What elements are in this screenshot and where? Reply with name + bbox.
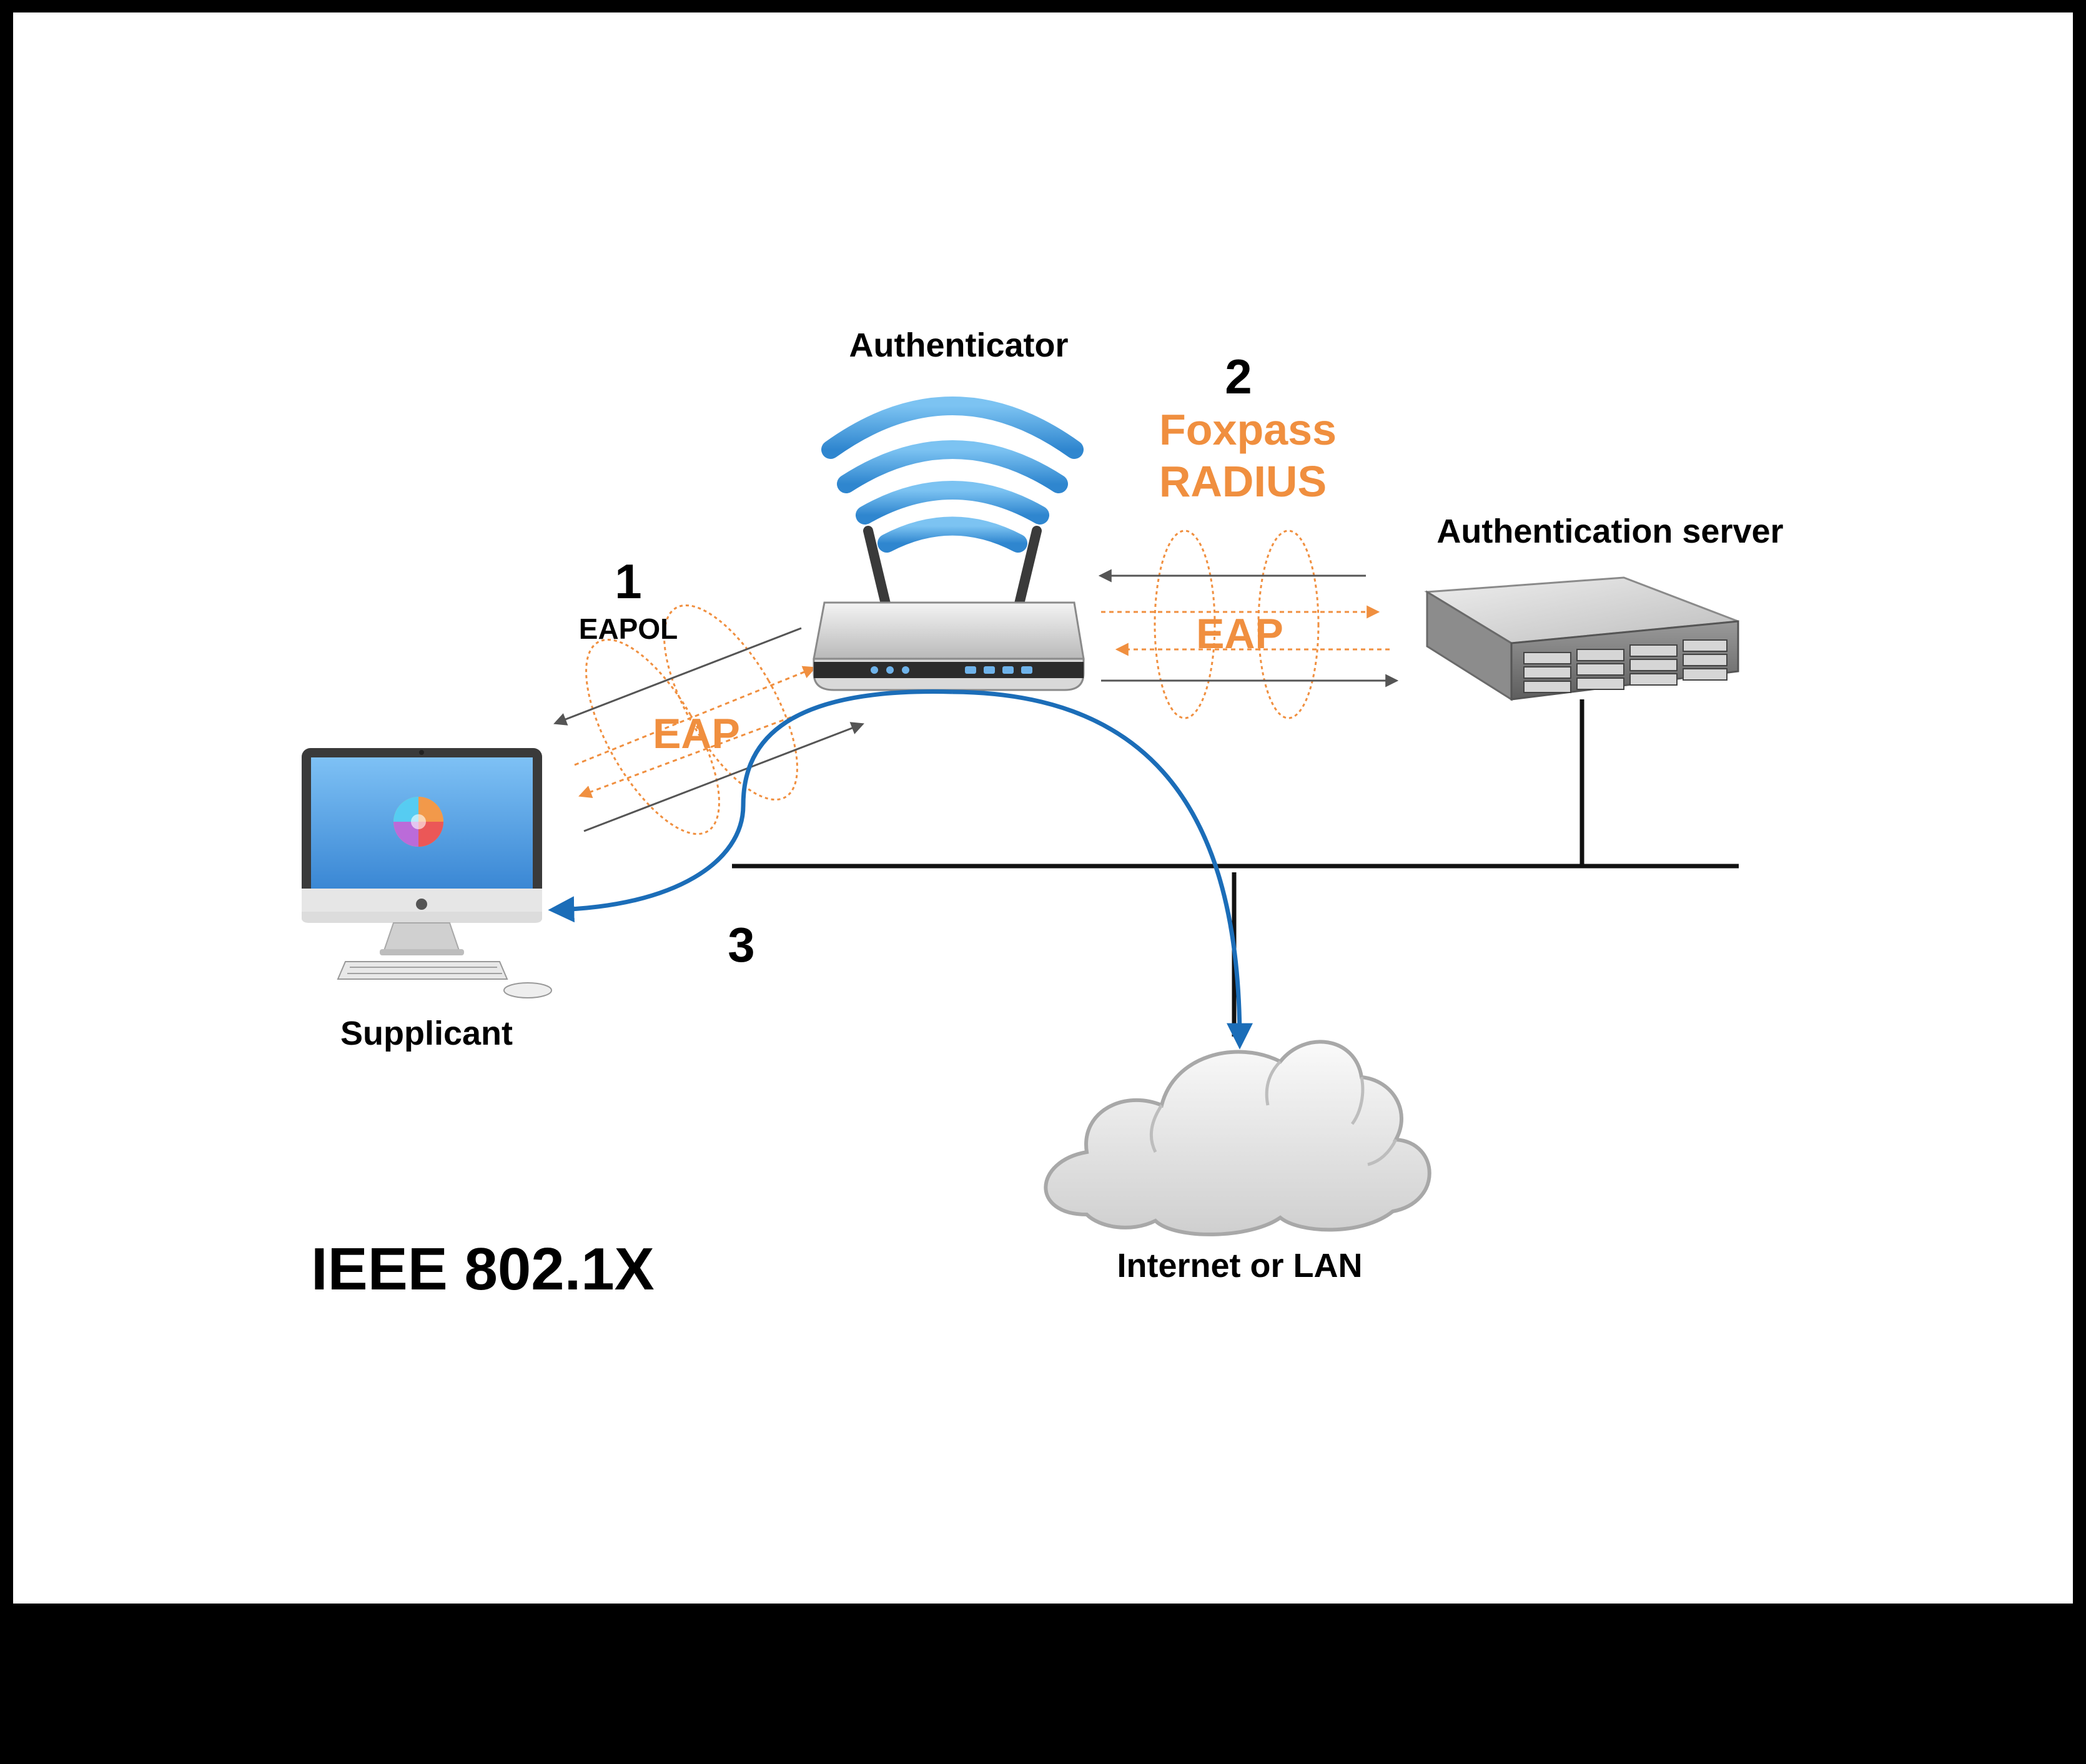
eap-tunnel-ring-left-b [663,604,798,801]
label-supplicant: Supplicant [340,1015,513,1052]
label-foxpass: Foxpass [1159,405,1337,454]
eap-tunnel-ring-right-a [1154,530,1216,719]
eap-arrow-to-authenticator [574,666,816,766]
desktop-computer-icon [302,748,552,998]
label-step-three: 3 [728,917,754,972]
rack-server-icon [1424,576,1739,701]
eap-arrow-to-supplicant [578,707,814,798]
eapol-exchange [553,604,864,835]
authenticated-traffic-path [548,689,1253,1050]
eap-tunnel-ring-right-b [1257,530,1320,719]
eapol-arrow-to-authenticator [583,722,864,832]
eapol-arrow-to-supplicant [553,627,802,726]
label-eapol: EAPOL [579,613,678,645]
label-authenticator: Authenticator [849,327,1069,364]
label-step-one: 1 [615,554,641,609]
label-radius: RADIUS [1159,457,1327,506]
label-eap-left: EAP [653,710,740,757]
label-step-two: 2 [1225,349,1252,404]
eap-tunnel-ring-left-a [585,638,720,835]
radius-exchange [1098,530,1399,719]
label-internet-or-lan: Internet or LAN [1117,1247,1362,1284]
color-wheel-icon [393,797,443,847]
diagram-title: IEEE 802.1X [311,1236,655,1303]
wireless-router-icon [813,397,1085,691]
label-authentication-server: Authentication server [1436,513,1783,550]
label-eap-right: EAP [1196,610,1283,658]
cloud-icon [1044,1040,1431,1236]
